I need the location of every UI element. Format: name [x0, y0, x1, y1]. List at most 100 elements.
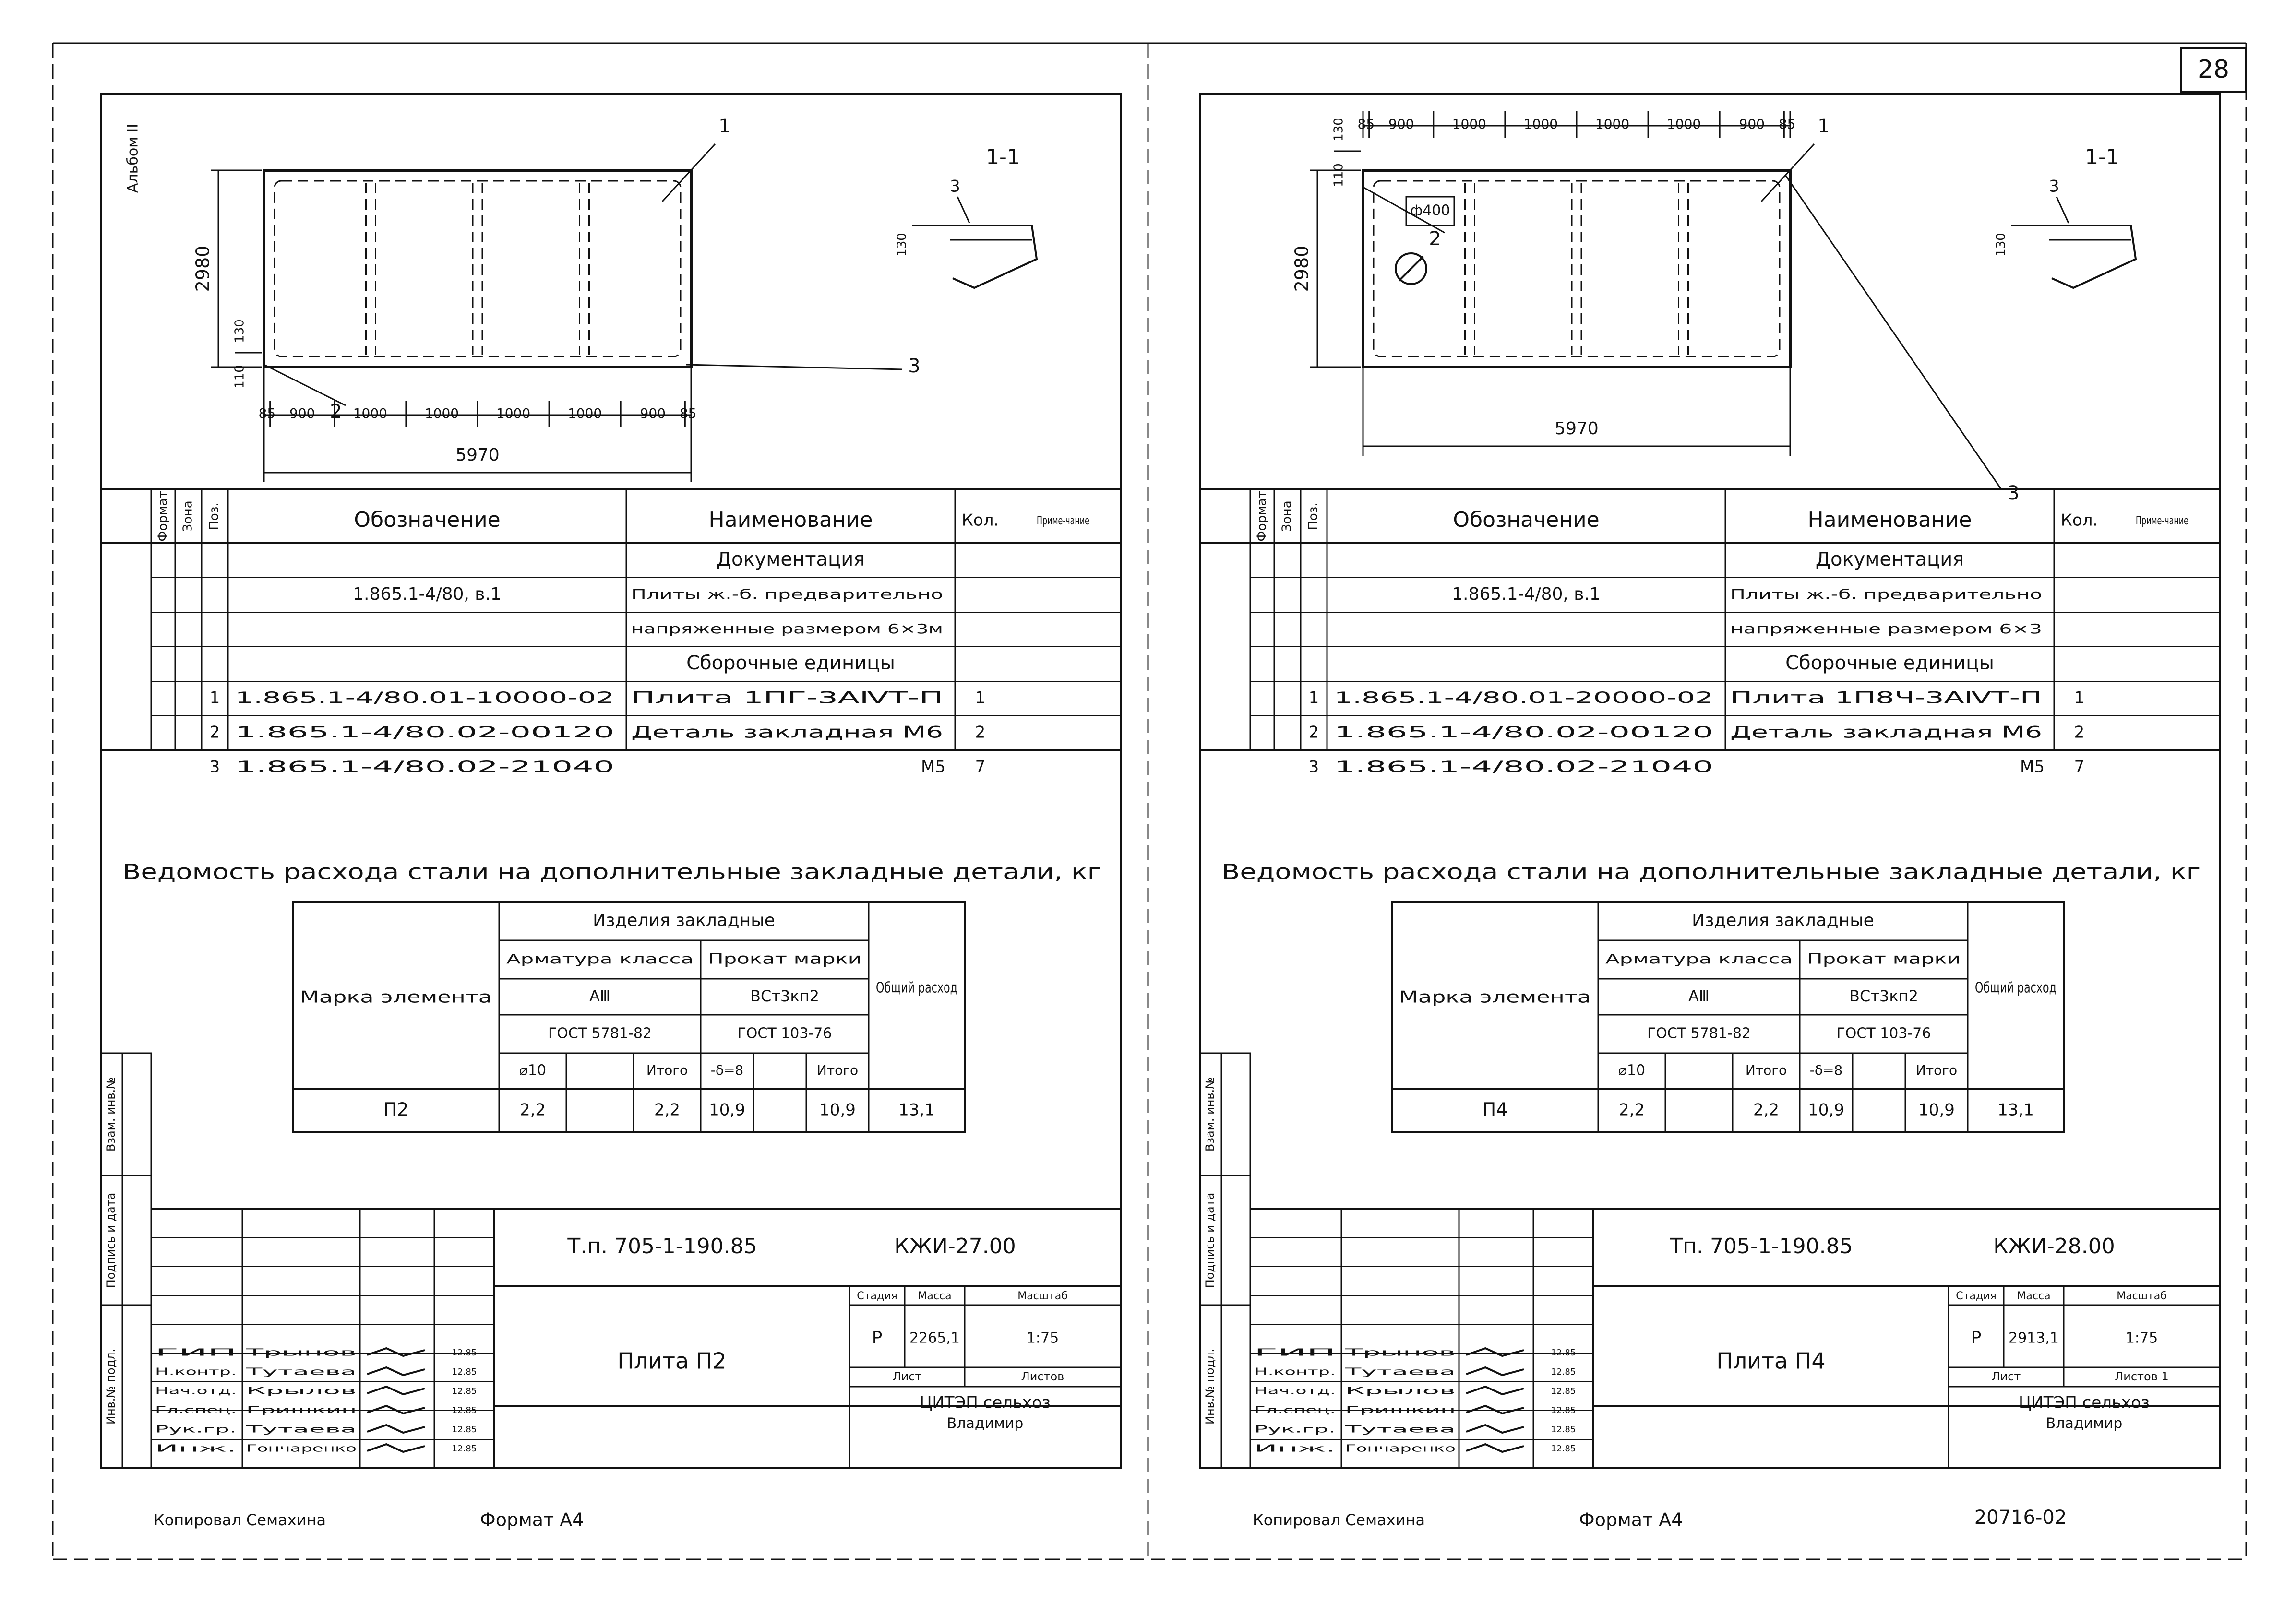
left-spec-row-pos: 1 — [210, 689, 220, 708]
left-callout-1-leader — [661, 143, 716, 202]
left-spec-h-zone: Зона — [181, 500, 195, 532]
left-steel-row-itogo1: 2,2 — [654, 1101, 680, 1120]
left-dim-length-text: 5970 — [455, 445, 500, 465]
archive-number: 20716-02 — [1974, 1507, 2067, 1529]
left-tb-stage: Р — [872, 1328, 883, 1348]
left-tb-mass: 2265,1 — [909, 1330, 960, 1347]
right-tb-signature — [1466, 1366, 1524, 1377]
right-steel-sub-itogo2: Итого — [1916, 1062, 1957, 1078]
left-format-label: Формат А4 — [480, 1509, 584, 1531]
left-callout-1: 1 — [718, 115, 730, 137]
right-steel-h-total: Общий расход — [1975, 980, 2057, 997]
right-tb-drawing-name: Плита П4 — [1716, 1348, 1825, 1374]
right-tb-org-1: ЦИТЭП сельхоз — [2019, 1393, 2150, 1413]
left-spec-h-qty: Кол. — [962, 511, 999, 530]
right-callout-3-leader — [1784, 175, 2002, 490]
left-spec-h-note: Приме-чание — [1037, 514, 1089, 527]
right-steel-h-rolled: Прокат марки — [1807, 951, 1961, 968]
right-section-callout-leader — [2056, 196, 2069, 224]
right-spec-h-designation: Обозначение — [1453, 508, 1599, 532]
left-spec-h-pos: Поз. — [207, 502, 222, 530]
left-steel-h-rebar-class: АⅢ — [589, 987, 610, 1005]
left-tb-date: 12.85 — [452, 1444, 477, 1454]
right-copied-by: Копировал Семахина — [1253, 1511, 1425, 1529]
right-steel-row-total: 13,1 — [1997, 1101, 2034, 1120]
left-spec-h-designation: Обозначение — [354, 508, 500, 532]
right-tb-signature — [1466, 1424, 1524, 1434]
left-tb-signature — [367, 1366, 425, 1377]
right-dim-seg-2: 1000 — [1452, 116, 1486, 132]
left-side-stamp-0: Инв.№ подл. — [104, 1349, 118, 1425]
left-spec-doc-heading: Документация — [717, 548, 865, 570]
left-slab-outline — [263, 169, 693, 368]
left-spec-doc-designation: 1.865.1-4/80, в.1 — [353, 584, 502, 604]
right-steel-row-mark: П4 — [1483, 1099, 1508, 1120]
left-steel-row-d10: 2,2 — [520, 1101, 546, 1120]
right-callout-2-leader — [1363, 186, 1445, 234]
right-tb-name: Тутаева — [1344, 1366, 1456, 1378]
right-dim-seg-5: 1000 — [1667, 116, 1701, 132]
left-steel-row-itogo2: 10,9 — [819, 1101, 856, 1120]
left-dim-seg-2: 1000 — [353, 405, 387, 421]
right-tb-role: Н.контр. — [1254, 1366, 1336, 1378]
left-side-stamp-cell — [100, 1052, 152, 1176]
right-steel-h-rebar-gost: ГОСТ 5781-82 — [1647, 1025, 1751, 1042]
right-steel-h-rebar-class: АⅢ — [1688, 987, 1710, 1005]
left-tb-signature — [367, 1404, 425, 1415]
left-spec-row-qty: 7 — [975, 758, 986, 777]
left-tb-date: 12.85 — [452, 1405, 477, 1415]
left-dim-seg-1: 900 — [289, 405, 315, 421]
left-tb-name: Трынов — [245, 1347, 357, 1358]
left-steel-h-rebar: Арматура класса — [506, 951, 694, 967]
right-tb-role: ГИП — [1254, 1347, 1336, 1358]
right-tb-stage: Р — [1971, 1328, 1982, 1348]
right-hole-slash — [1398, 256, 1424, 282]
left-tb-mass-h: Масса — [918, 1290, 951, 1302]
left-side-stamp-2: Взам. инв.№ — [104, 1077, 118, 1152]
left-spec-row-designation: 1.865.1-4/80.02-21040 — [235, 758, 614, 776]
right-tb-role: Рук.гр. — [1254, 1424, 1336, 1435]
left-section-callout: 3 — [950, 177, 960, 196]
right-callout-2: 2 — [1429, 228, 1441, 250]
left-section-profile — [950, 225, 1038, 289]
right-tb-name: Трынов — [1344, 1347, 1456, 1358]
left-spec-row-name: Плита 1ПГ-3АⅣТ-П — [631, 689, 943, 708]
right-spec-row-pos: 1 — [1309, 689, 1319, 708]
left-dim-seg-7: 85 — [680, 405, 697, 421]
right-tb-scale: 1:75 — [2126, 1330, 2158, 1347]
right-callout-3: 3 — [2007, 482, 2019, 504]
right-hole-label: ф400 — [1411, 202, 1450, 219]
left-tb-name: Гончаренко — [246, 1443, 357, 1454]
right-steel-row-itogo2: 10,9 — [1918, 1101, 1955, 1120]
left-tb-role: Рук.гр. — [155, 1424, 237, 1435]
right-steel-row-itogo1: 2,2 — [1753, 1101, 1779, 1120]
left-tb-signature — [367, 1424, 425, 1434]
right-tb-signature — [1466, 1385, 1524, 1396]
right-dim-110: 110 — [1332, 163, 1346, 187]
right-tb-role: Гл.спец. — [1254, 1404, 1336, 1416]
right-spec-doc-heading: Документация — [1816, 548, 1964, 570]
right-steel-h-rolled-grade: ВСт3кп2 — [1849, 987, 1918, 1005]
left-spec-row-qty: 2 — [975, 723, 986, 742]
left-steel-h-group: Изделия закладные — [593, 911, 775, 930]
right-dim-seg-3: 1000 — [1524, 116, 1558, 132]
right-steel-h-group: Изделия закладные — [1692, 911, 1874, 930]
right-steel-h-mark: Марка элемента — [1399, 988, 1591, 1007]
left-section-title: 1-1 — [986, 145, 1020, 169]
right-tb-role: Нач.отд. — [1254, 1385, 1336, 1397]
right-tb-date: 12.85 — [1551, 1444, 1576, 1454]
left-spec-doc-name-2: напряженные размером 6×3м — [631, 621, 943, 637]
left-spec-asm-heading: Сборочные единицы — [686, 652, 895, 674]
right-side-stamp-2: Взам. инв.№ — [1203, 1077, 1217, 1152]
left-callout-2-leader — [263, 364, 346, 406]
left-tb-signature — [367, 1347, 425, 1357]
left-spec-h-name: Наименование — [709, 508, 873, 532]
right-spec-asm-heading: Сборочные единицы — [1785, 652, 1994, 674]
right-steel-title: Ведомость расхода стали на дополнительны… — [1221, 860, 2200, 884]
left-dim-height-text: 2980 — [192, 246, 214, 292]
left-steel-h-rebar-gost: ГОСТ 5781-82 — [548, 1025, 652, 1042]
right-steel-h-rolled-gost: ГОСТ 103-76 — [1837, 1025, 1931, 1042]
left-tb-name: Тутаева — [245, 1424, 357, 1435]
left-steel-sub-itogo: Итого — [646, 1062, 688, 1078]
right-section-callout: 3 — [2049, 177, 2059, 196]
